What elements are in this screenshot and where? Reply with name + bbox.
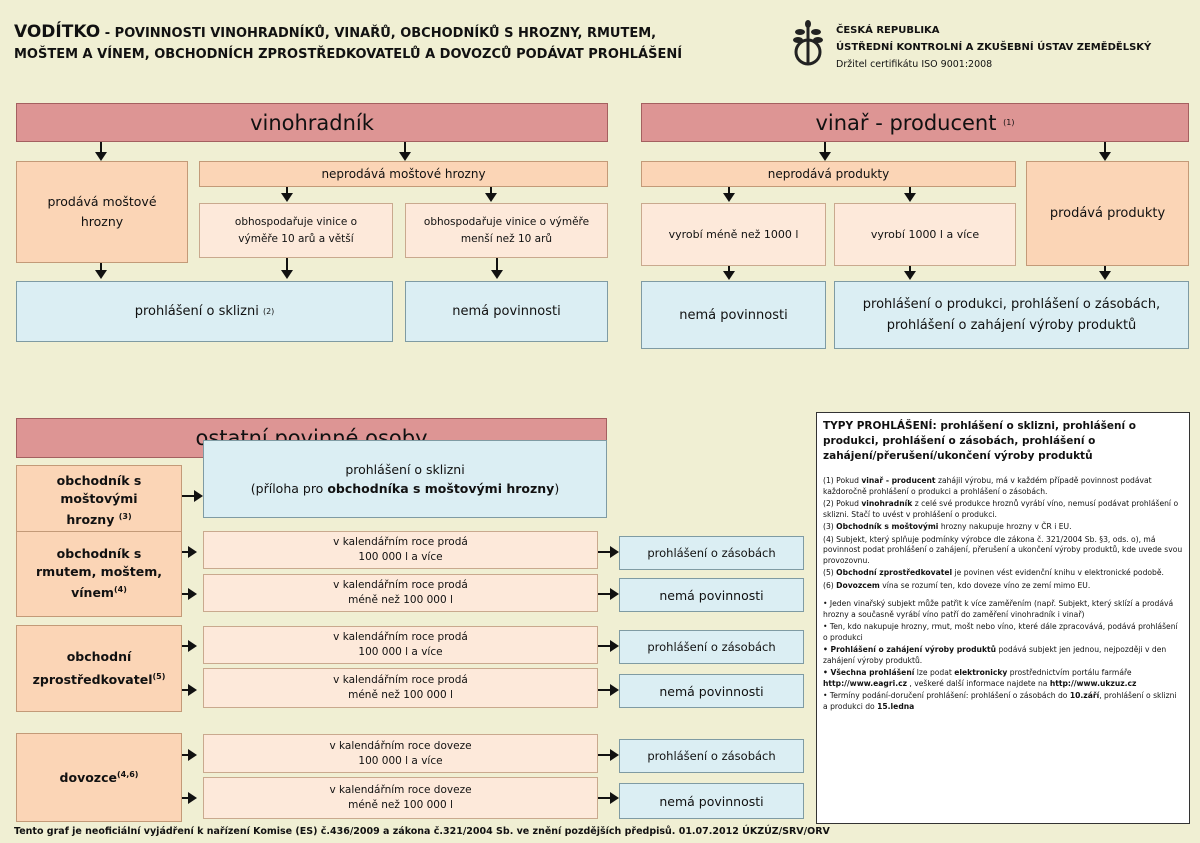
broker-stock-declaration: prohlášení o zásobách [619, 630, 804, 664]
vineyard-under-10-ares: obhospodařuje vinice o výměře menší než … [405, 203, 608, 258]
must-wine-trader-label: obchodník s rmutem, moštem, vínem [36, 546, 162, 601]
commercial-broker-footnote: (5) [152, 671, 166, 681]
vinohradnik-no-obligation: nemá povinnosti [405, 281, 608, 342]
arrow [610, 792, 619, 804]
arrow [1099, 152, 1111, 161]
arrow [188, 749, 197, 761]
harvest-declaration-trader: prohlášení o sklizni (příloha pro obchod… [203, 440, 607, 518]
title-rest: - POVINNOSTI VINOHRADNÍKŮ, VINAŘŮ, OBCHO… [100, 26, 657, 41]
arrow [904, 271, 916, 280]
eagri-link[interactable]: http://www.eagri.cz [823, 678, 907, 688]
arrow [485, 193, 497, 202]
harvest-trader-line1: prohlášení o sklizni [345, 462, 465, 477]
produces-less-than-1000l: vyrobí méně než 1000 l [641, 203, 826, 266]
arrow [723, 193, 735, 202]
note-1: (1) Pokud vinař - producent zahájil výro… [823, 476, 1152, 496]
trader-stock-declaration: prohlášení o zásobách [619, 536, 804, 570]
bullet-5: • Termíny podání-doručení prohlášení: pr… [823, 691, 1177, 711]
must-wine-trader-footnote: (4) [113, 585, 127, 595]
importer-stock-declaration: prohlášení o zásobách [619, 739, 804, 773]
note-3: (3) Obchodník s moštovými hrozny nakupuj… [823, 522, 1072, 531]
grape-trader-label: obchodník s moštovými hrozny [56, 472, 142, 528]
arrow [95, 152, 107, 161]
declaration-types-notes: TYPY PROHLÁŠENÍ: prohlášení o sklizni, p… [816, 412, 1190, 824]
arrow [491, 270, 503, 279]
importer-label: dovozce [59, 770, 117, 786]
arrow [610, 588, 619, 600]
arrow [194, 490, 203, 502]
broker-no-obligation: nemá povinnosti [619, 674, 804, 708]
document-title: VODÍTKO - POVINNOSTI VINOHRADNÍKŮ, VINAŘ… [14, 22, 754, 65]
importer: dovozce(4,6) [16, 733, 182, 822]
vinar-not-sells-products: neprodává produkty [641, 161, 1016, 187]
note-5: (5) Obchodní zprostředkovatel je povinen… [823, 568, 1164, 577]
arrow [188, 640, 197, 652]
vinohradnik-title: vinohradník [16, 103, 608, 142]
importer-footnote: (4,6) [116, 769, 139, 779]
arrow [610, 749, 619, 761]
vinohradnik-not-sells-grapes: neprodává moštové hrozny [199, 161, 608, 187]
produces-1000l-or-more: vyrobí 1000 l a více [834, 203, 1016, 266]
arrow [819, 152, 831, 161]
commercial-broker-label: obchodní zprostředkovatel [32, 648, 153, 688]
org-cert: Držitel certifikátu ISO 9001:2008 [836, 59, 993, 70]
arrow [188, 684, 197, 696]
organization-info: ČESKÁ REPUBLIKA ÚSTŘEDNÍ KONTROLNÍ A ZKU… [836, 22, 1196, 73]
harvest-declaration-label: prohlášení o sklizni [134, 304, 259, 319]
grape-trader-footnote: (3) [118, 511, 132, 521]
arrow [399, 152, 411, 161]
vinar-no-obligation: nemá povinnosti [641, 281, 826, 349]
vinohradnik-sells-grapes: prodává moštové hrozny [16, 161, 188, 263]
org-name: ÚSTŘEDNÍ KONTROLNÍ A ZKUŠEBNÍ ÚSTAV ZEMĚ… [836, 42, 1152, 53]
harvest-declaration-footnote: (2) [262, 307, 275, 316]
bullet-2: • Ten, kdo nakupuje hrozny, rmut, mošt n… [823, 622, 1178, 642]
arrow [188, 588, 197, 600]
ukzuz-link[interactable]: http://www.ukzuz.cz [1049, 678, 1137, 688]
commercial-broker: obchodní zprostředkovatel(5) [16, 625, 182, 712]
bullet-4: • Všechna prohlášení lze podat elektroni… [823, 668, 1137, 688]
ukzuz-logo [786, 18, 830, 70]
title-bold: VODÍTKO [14, 22, 101, 42]
bullet-3: • Prohlášení o zahájení výroby produktů … [823, 645, 1167, 665]
note-4: (4) Subjekt, který splňuje podmínky výro… [823, 534, 1183, 565]
production-stock-start-declarations: prohlášení o produkci, prohlášení o záso… [834, 281, 1189, 349]
trader-no-obligation: nemá povinnosti [619, 578, 804, 612]
vinar-sells-products: prodává produkty [1026, 161, 1189, 266]
arrow [281, 193, 293, 202]
org-country: ČESKÁ REPUBLIKA [836, 25, 940, 36]
arrow [1099, 271, 1111, 280]
bullet-1: • Jeden vinařský subjekt může patřit k v… [823, 599, 1174, 619]
arrow [188, 792, 197, 804]
vinar-title-label: vinař - producent [815, 110, 997, 135]
vinar-title-footnote: (1) [1003, 118, 1015, 127]
must-wine-trader: obchodník s rmutem, moštem, vínem(4) [16, 531, 182, 617]
footer-note: Tento graf je neoficiální vyjádření k na… [14, 826, 830, 837]
harvest-declaration: prohlášení o sklizni (2) [16, 281, 393, 342]
arrow [281, 270, 293, 279]
arrow [904, 193, 916, 202]
arrow [610, 684, 619, 696]
note-6: (6) Dovozcem vína se rozumí ten, kdo dov… [823, 580, 1091, 590]
arrow [723, 271, 735, 280]
harvest-trader-line2: (příloha pro obchodníka s moštovými hroz… [250, 481, 560, 496]
title-line-2: MOŠTEM A VÍNEM, OBCHODNÍCH ZPROSTŘEDKOVA… [14, 47, 683, 62]
notes-heading: TYPY PROHLÁŠENÍ: prohlášení o sklizni, p… [823, 420, 1136, 462]
grape-trader-box: obchodník s moštovými hrozny (3) [16, 465, 182, 536]
arrow [610, 640, 619, 652]
arrow [610, 546, 619, 558]
note-2: (2) Pokud vinohradník z celé své produkc… [823, 499, 1179, 519]
arrow [188, 546, 197, 558]
arrow [95, 270, 107, 279]
vineyard-over-10-ares: obhospodařuje vinice o výměře 10 arů a v… [199, 203, 393, 258]
vinar-title: vinař - producent (1) [641, 103, 1189, 142]
importer-no-obligation: nemá povinnosti [619, 783, 804, 819]
